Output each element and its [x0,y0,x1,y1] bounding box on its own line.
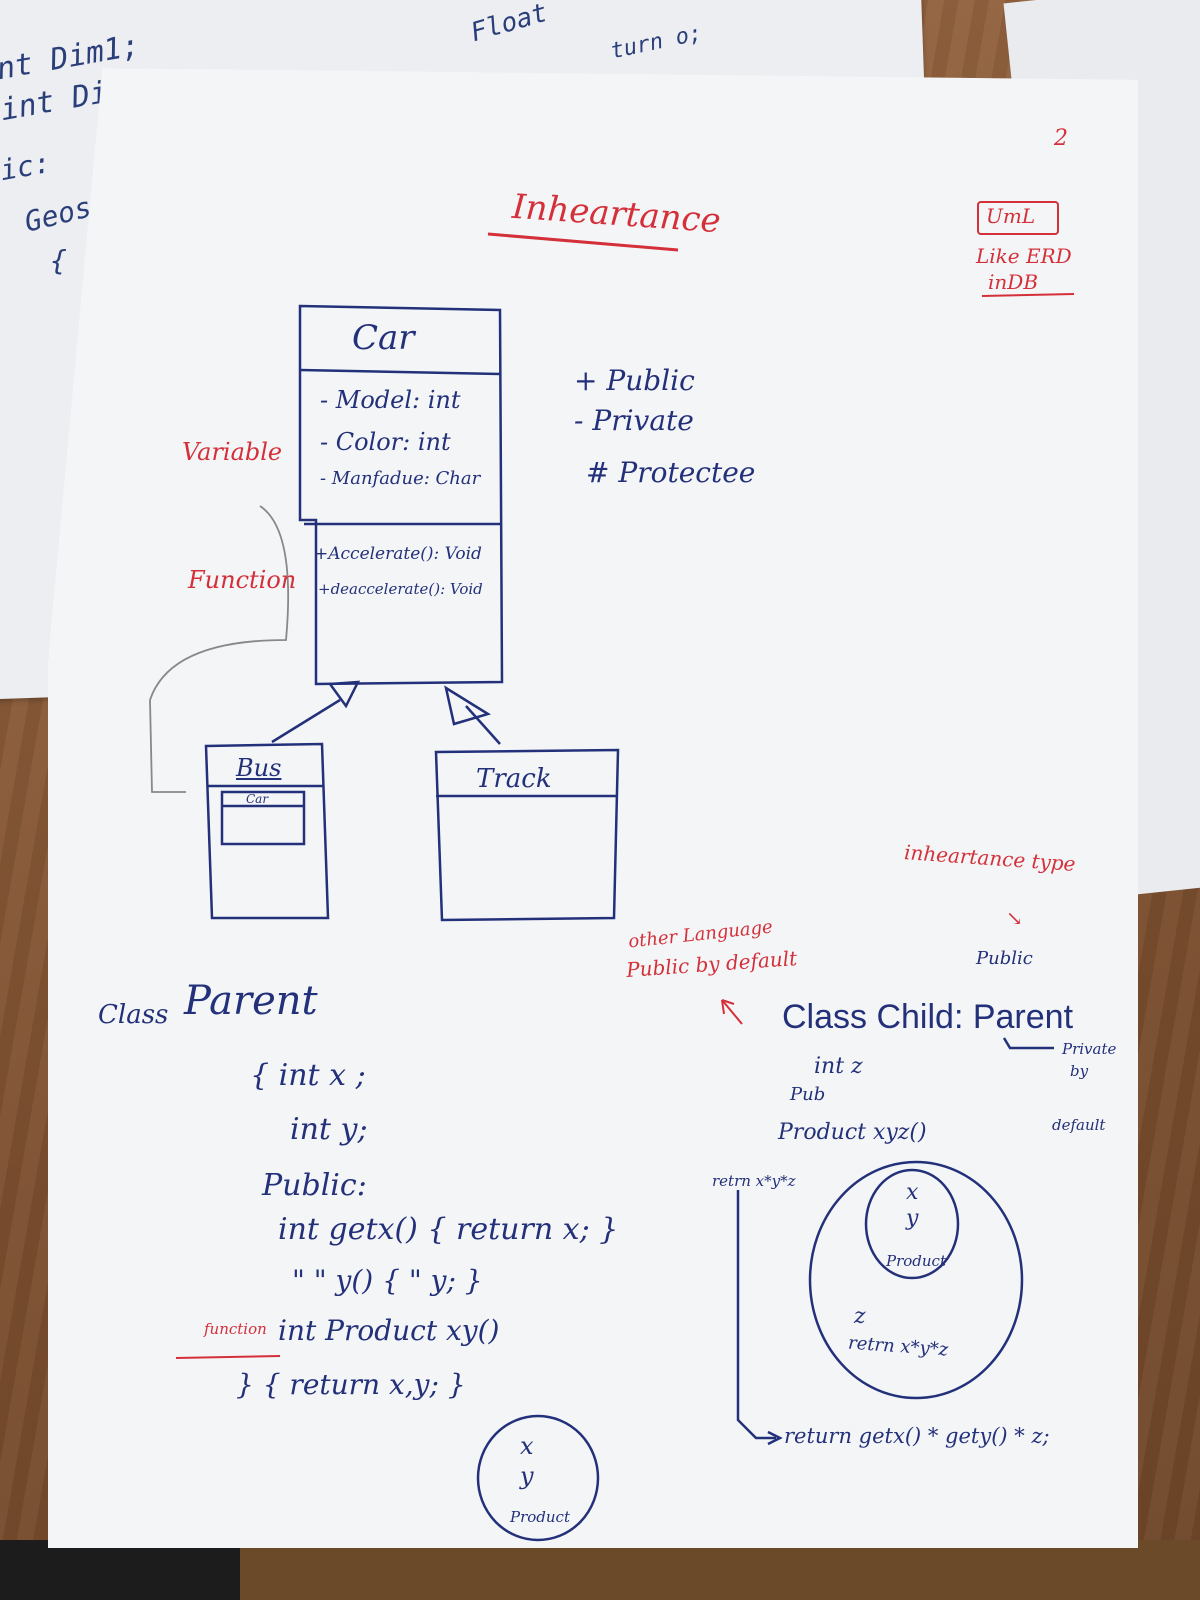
parent-line-6: int Product xy() [278,1314,500,1347]
parent-function-label: function [204,1320,267,1338]
private-note-3: default [1052,1116,1106,1134]
uml-note-line2: Like ERD [976,244,1072,268]
legend-private: - Private [574,404,694,437]
parent-line-5: " " y() { " y; } [292,1264,483,1297]
back-note-line5: { [50,244,67,277]
big-circle-y: y [906,1206,919,1231]
child-pub-label: Pub [790,1084,826,1105]
main-paper [48,68,1138,1548]
parent-line-3: Public: [262,1168,367,1203]
child-method: Product xyz() [778,1120,927,1145]
uml-note-box: UmL [986,204,1036,228]
car-attribute-manufacturer: - Manfadue: Char [320,468,481,489]
car-attribute-model: - Model: int [320,386,461,414]
uml-note-line3: inDB [988,270,1039,294]
parent-line-2: int y; [290,1112,368,1147]
parent-line-4: int getx() { return x; } [278,1212,619,1247]
small-circle-y: y [520,1462,534,1490]
private-note-2: by [1070,1062,1089,1080]
car-method-accelerate: +Accelerate(): Void [314,544,482,564]
bus-inner-car: Car [246,792,269,806]
big-circle-inner-label: Product [886,1252,946,1270]
parent-line-7: } { return x,y; } [236,1368,466,1401]
child-return-note: retrn x*y*z [712,1172,796,1190]
child-class-header: Class Child: Parent [782,998,1074,1036]
parent-class-keyword: Class [98,1000,169,1030]
bus-class-name: Bus [236,754,282,782]
child-final-return: return getx() * gety() * z; [784,1424,1050,1448]
desk-edge [0,1540,1200,1600]
car-class-name: Car [352,318,415,358]
private-note-1: Private [1062,1040,1117,1058]
car-method-deaccelerate: +deaccelerate(): Void [318,580,483,598]
child-field: int z [814,1054,863,1079]
legend-public: + Public [574,364,695,397]
big-circle-x: x [906,1180,919,1205]
big-circle-z: z [854,1304,866,1329]
inheritance-type-public: Public [976,948,1033,969]
label-variable: Variable [182,438,283,466]
car-attribute-color: - Color: int [320,428,451,456]
inheritance-type-arrow: ↘ [1006,906,1023,930]
parent-class-name: Parent [184,978,318,1024]
parent-line-1: { int x ; [250,1058,366,1093]
small-circle-label: Product [510,1508,570,1526]
legend-protected: # Protectee [586,456,756,489]
small-circle-x: x [520,1432,534,1460]
label-function: Function [188,566,297,594]
truck-class-name: Track [476,764,552,794]
page-number: 2 [1054,126,1068,151]
